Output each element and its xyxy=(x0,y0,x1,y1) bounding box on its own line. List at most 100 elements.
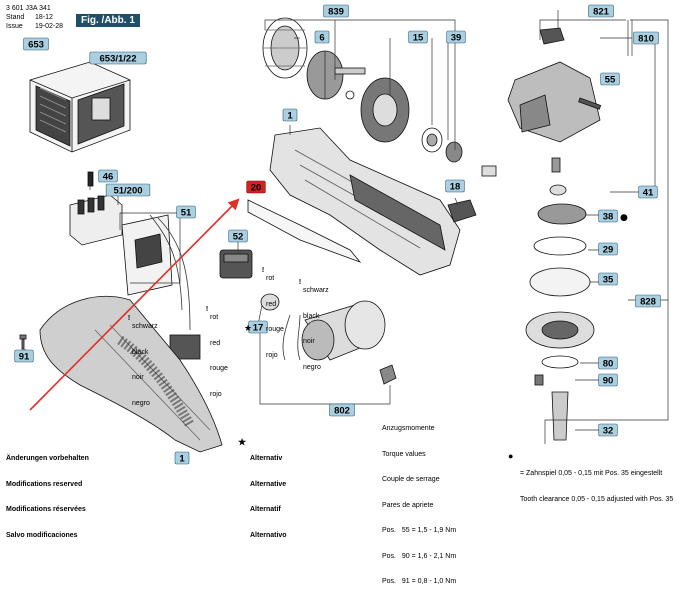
part-label-39: 39 xyxy=(446,30,466,44)
part-label-80: 80 xyxy=(598,356,618,370)
terminal-block-part xyxy=(69,171,123,246)
wire-note-left-line: noir xyxy=(132,374,144,381)
part-label-box xyxy=(314,30,330,44)
torque-pos: Pos. xyxy=(382,527,397,534)
part-label-821: 821 xyxy=(588,4,614,18)
part-label-41: 41 xyxy=(638,185,658,199)
alternative-line: Alternatif xyxy=(250,506,281,513)
part-label-839: 839 xyxy=(323,4,349,18)
alternative-line: Alternativ xyxy=(250,455,283,462)
wire-note-lower-line: rojo xyxy=(210,390,222,398)
torque-num: 55 xyxy=(401,527,410,534)
wire-note-lower-mark: ! xyxy=(205,305,209,313)
part-label-box xyxy=(105,183,151,197)
part-label-text: 29 xyxy=(603,245,614,256)
part-label-box xyxy=(98,169,118,183)
wire-note-left-line: negro xyxy=(132,399,150,407)
pinion-39-part xyxy=(445,141,497,177)
part-label-text: 90 xyxy=(603,376,614,387)
wire-note-lower-line: rot xyxy=(210,314,219,321)
part-label-box xyxy=(598,242,618,256)
part-label-51-200: 51/200 xyxy=(105,183,151,197)
part-label-653-1-22: 653/1/22 xyxy=(89,51,147,65)
torque-row: Pos. 55 = 1,5 - 1,9 Nm xyxy=(382,527,456,536)
wire-note-lower-line: red xyxy=(210,339,221,347)
torque-line: Couple de serrage xyxy=(382,476,440,483)
part-label-box xyxy=(600,72,620,86)
part-label-text: 17 xyxy=(253,323,264,334)
clearance-line-2: Tooth clearance 0,05 - 0,15 adjusted wit… xyxy=(520,495,674,503)
part-label-box xyxy=(323,4,349,18)
wire-note-mid-mark: ! xyxy=(261,266,265,274)
bearing-plate-part xyxy=(360,77,410,143)
part-label-828: 828 xyxy=(635,294,661,308)
part-label-box xyxy=(633,31,659,45)
part-label-text: 20 xyxy=(251,183,262,194)
torque-row: Pos. 90 = 1,6 - 2,1 Nm xyxy=(382,553,456,562)
wire-note-mid-line: rouge xyxy=(266,326,284,333)
part-label-box xyxy=(638,185,658,199)
doc-number: 3 601 J3A 341 xyxy=(6,5,51,12)
torque-val: = 0,8 - 1,0 Nm xyxy=(411,578,457,585)
issue-value: 19-02-28 xyxy=(35,23,64,30)
wire-note-left-line: black xyxy=(132,348,149,356)
fan-part xyxy=(262,17,308,79)
torque-line: Anzugsmomente xyxy=(382,425,435,432)
alternative-note: ★ Alternativ Alternative Alternatif Alte… xyxy=(238,438,287,539)
part-label-box xyxy=(329,403,355,417)
part-label-box xyxy=(445,179,465,193)
part-20-bracket xyxy=(247,199,362,263)
part-label-box xyxy=(246,180,266,194)
clearance-note: ● = Zahnspiel 0,05 - 0,15 mit Pos. 35 ei… xyxy=(508,451,673,503)
torque-val: = 1,5 - 1,9 Nm xyxy=(411,527,457,534)
part-label-text: 1 xyxy=(287,111,293,122)
gear-rotor-part xyxy=(306,50,366,100)
part-label-box xyxy=(176,205,196,219)
part-label-802: 802 xyxy=(329,403,355,417)
clearance-mark: ● xyxy=(508,451,514,461)
part-label-text: 653/1/22 xyxy=(100,54,137,65)
torque-line: Pares de apriete xyxy=(382,501,434,509)
part-label-18: 18 xyxy=(445,179,465,193)
part-label-15: 15 xyxy=(408,30,428,44)
torque-num: 90 xyxy=(401,552,410,560)
part-label-text: 15 xyxy=(413,33,424,44)
part-label-box xyxy=(228,229,248,243)
part-label-text: 839 xyxy=(328,7,344,18)
part-label-810: 810 xyxy=(633,31,659,45)
part-label-text: 35 xyxy=(603,275,614,286)
part-label-box xyxy=(408,30,428,44)
wire-note-right: ! schwarz black noir negro xyxy=(295,270,329,371)
part-label-text: 32 xyxy=(603,426,614,437)
part-label-box xyxy=(598,356,618,370)
issue-label: Issue xyxy=(6,23,23,30)
part-label-text: 802 xyxy=(334,406,350,417)
part-label-38: 38 xyxy=(598,209,618,223)
part-label-653: 653 xyxy=(23,37,49,51)
part-label-text: 91 xyxy=(19,352,30,363)
wire-note-left-mark: ! xyxy=(127,314,131,322)
figure-label: Fig. /Abb. 1 xyxy=(76,14,140,27)
footer-modifications-line: Salvo modificaciones xyxy=(6,531,78,539)
part-label-box xyxy=(282,108,298,122)
wire-note-lower: ! rot red rouge rojo xyxy=(202,297,228,398)
part-label-29: 29 xyxy=(598,242,618,256)
wire-note-mid-line: red xyxy=(266,300,277,308)
part-label-20: 20 xyxy=(246,180,266,194)
footer-modifications-line: Änderungen vorbehalten xyxy=(6,455,89,462)
part-label-32: 32 xyxy=(598,423,618,437)
alternative-line: Alternativo xyxy=(250,531,287,539)
part-label-box xyxy=(598,209,618,223)
wire-note-mid: ! rot red rouge rojo xyxy=(258,258,284,359)
handle-housing-part xyxy=(39,295,223,453)
wire-note-right-line: negro xyxy=(303,363,321,371)
part-label-box xyxy=(23,37,49,51)
torque-line: Torque values xyxy=(382,450,426,458)
alternative-star-icon: ★ xyxy=(244,324,252,334)
part-label-17: 17 xyxy=(248,320,268,334)
part-label-box xyxy=(248,320,268,334)
part-label-text: 18 xyxy=(450,182,461,193)
capacitor-52-part xyxy=(219,249,253,279)
